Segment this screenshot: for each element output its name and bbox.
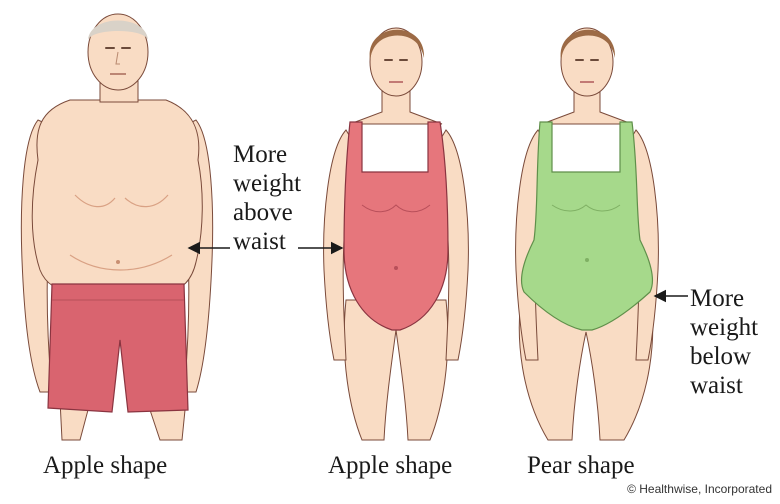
annotation-line: waist — [690, 371, 758, 400]
man-figure — [21, 14, 212, 440]
annotation-line: above — [233, 198, 301, 227]
woman-apple-figure — [324, 28, 469, 440]
annotation-more-weight-below-waist: More weight below waist — [690, 284, 758, 400]
annotation-more-weight-above-waist: More weight above waist — [233, 140, 301, 256]
woman-apple-swimsuit — [344, 122, 448, 330]
annotation-line: below — [690, 342, 758, 371]
annotation-line: More — [233, 140, 301, 169]
caption-woman-pear-shape: Pear shape — [527, 452, 635, 480]
woman-pear-figure — [516, 28, 659, 440]
caption-man-apple-shape: Apple shape — [43, 452, 167, 480]
copyright-credit: © Healthwise, Incorporated — [627, 482, 772, 496]
annotation-line: waist — [233, 227, 301, 256]
annotation-line: weight — [690, 313, 758, 342]
man-shorts — [48, 284, 188, 412]
caption-woman-apple-shape: Apple shape — [328, 452, 452, 480]
annotation-line: More — [690, 284, 758, 313]
woman-pear-swimsuit — [522, 122, 653, 330]
annotation-line: weight — [233, 169, 301, 198]
